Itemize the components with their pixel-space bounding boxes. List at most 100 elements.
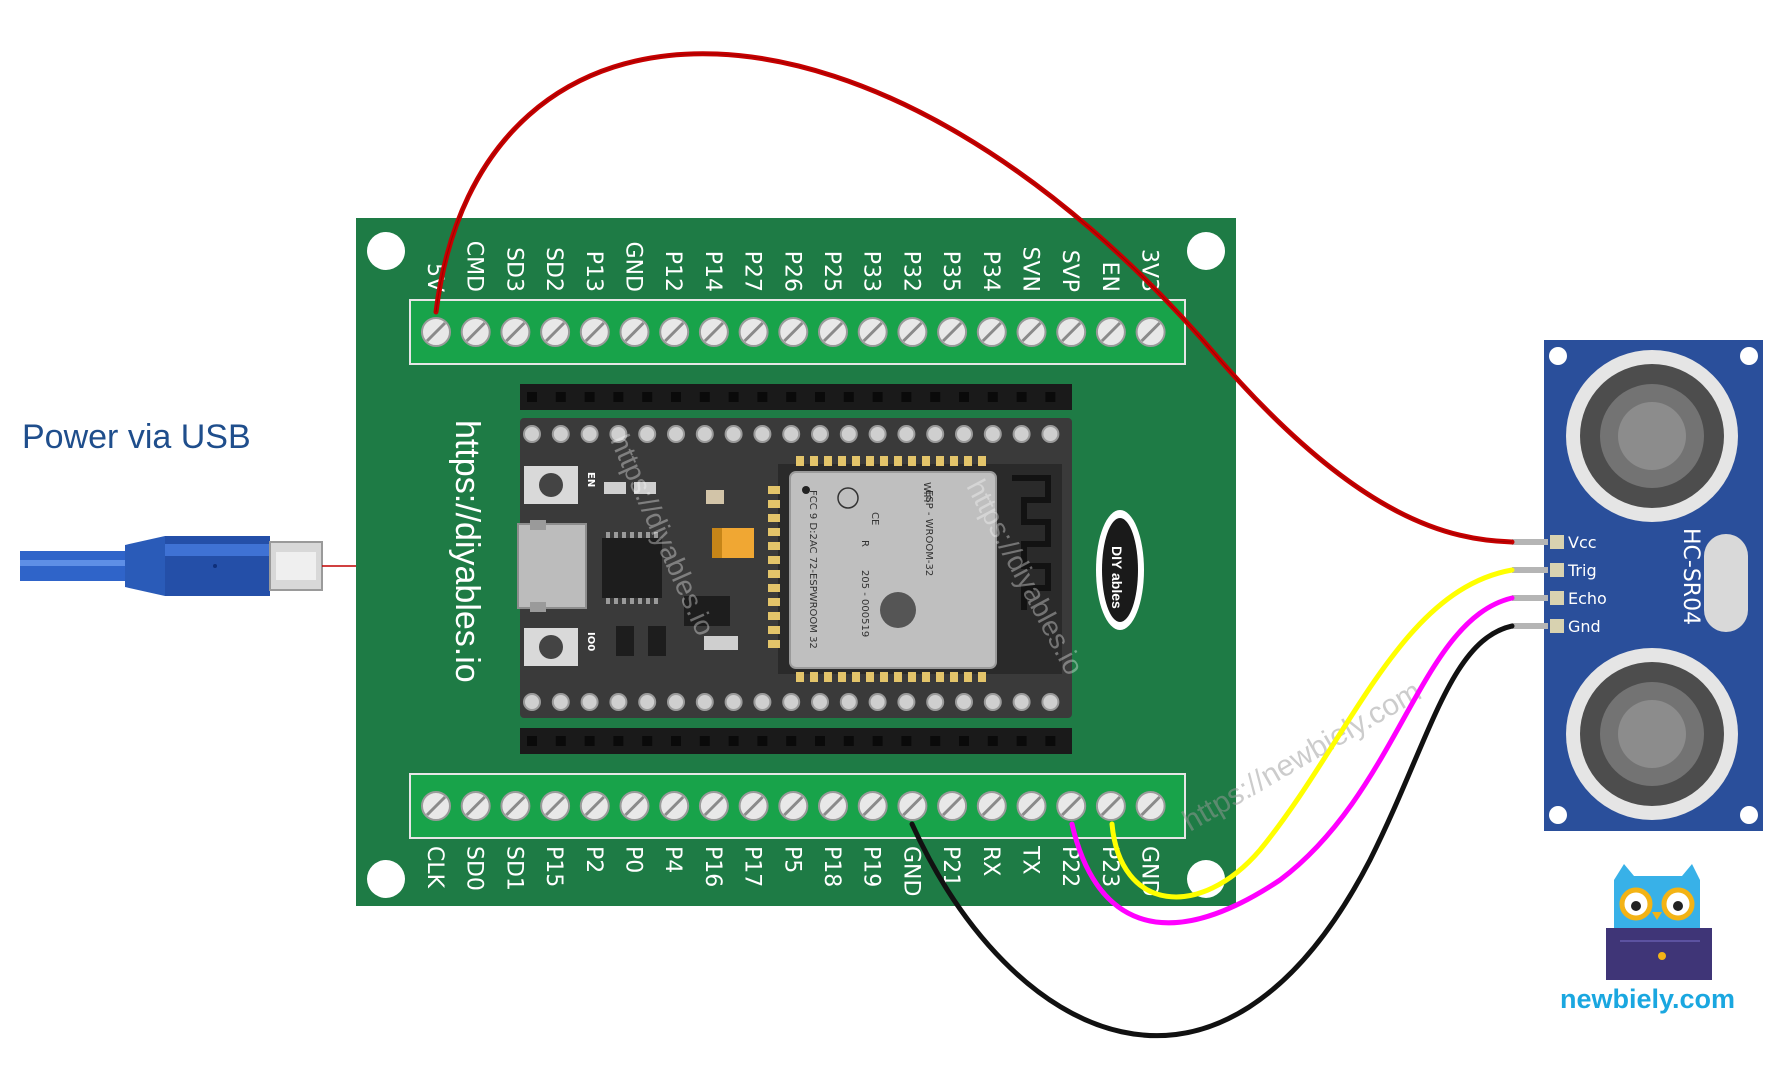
en-button-label: EN [585, 472, 596, 487]
module-ce-mark: CE [869, 512, 880, 525]
header-hole [642, 736, 653, 746]
header-hole [872, 392, 883, 402]
devkit-pin [1012, 693, 1031, 711]
module-wifi-mark: WiFi [921, 482, 932, 502]
header-hole [901, 736, 912, 746]
bottom-screw-terminal [1056, 791, 1087, 821]
bottom-pin-label: P4 [660, 846, 685, 873]
top-pin-label: P12 [660, 251, 685, 292]
top-screw-terminal [1016, 317, 1047, 347]
top-screw-terminal [619, 317, 650, 347]
devkit-pin [580, 425, 599, 443]
devkit-pin [724, 693, 743, 711]
sensor-pin-trig: Trig [1512, 561, 1597, 580]
module-shield [789, 471, 997, 669]
devkit-pin [811, 425, 829, 443]
svg-text:DIY ables: DIY ables [1109, 546, 1125, 609]
top-screw-terminal [1135, 317, 1166, 347]
header-hole [757, 392, 768, 402]
header-hole [1016, 736, 1027, 746]
top-screw-terminal [976, 317, 1007, 347]
devkit-pin [782, 425, 801, 443]
devkit-pin [926, 425, 945, 443]
top-screw-terminal [460, 317, 491, 347]
header-hole [613, 736, 624, 746]
bottom-screw-terminal [1095, 791, 1126, 821]
ultrasonic-transducer [1566, 350, 1738, 522]
top-screw-terminal [659, 317, 690, 347]
wire-echo [1069, 595, 1515, 926]
sensor-name: HC-SR04 [1678, 528, 1703, 625]
top-pin-label: P33 [859, 251, 884, 292]
header-hole [527, 392, 537, 402]
bottom-pin-label: GND [898, 846, 923, 896]
top-screw-terminal [857, 317, 888, 347]
devkit-pin [753, 425, 772, 443]
header-hole [527, 736, 537, 746]
header-hole [584, 392, 595, 402]
top-screw-terminal [500, 317, 531, 347]
header-hole [613, 392, 624, 402]
bottom-screw-terminal [937, 791, 968, 821]
header-hole [987, 736, 998, 746]
mount-hole [367, 232, 405, 270]
header-hole [987, 392, 998, 402]
top-pin-label: SD2 [541, 247, 566, 292]
header-hole [815, 392, 825, 402]
top-pin-label: P34 [978, 251, 1003, 292]
bottom-pin-label: P16 [700, 846, 725, 887]
power-label: Power via USB [22, 418, 251, 456]
header-hole [699, 736, 710, 746]
bottom-screw-terminal [1135, 791, 1166, 821]
header-hole [843, 736, 854, 746]
header-hole [786, 736, 797, 746]
bottom-screw-terminal [659, 791, 690, 821]
micro-usb-port [517, 523, 587, 609]
top-pin-label: P32 [898, 251, 923, 292]
wire-trig [1109, 567, 1515, 900]
top-pin-label: P14 [700, 251, 725, 292]
top-pin-label: P26 [779, 251, 804, 292]
devkit-pin [868, 693, 887, 711]
header-hole [671, 392, 681, 402]
module-fcc: FCC 9 D:2AC 72-ESPWROOM 32 [807, 490, 818, 649]
devkit-pin [638, 425, 657, 443]
devkit-pin [983, 693, 1002, 711]
devkit-pin [609, 425, 628, 443]
top-screw-terminal [1095, 317, 1126, 347]
bottom-pin-label: TX [1018, 845, 1043, 875]
crystal [1704, 534, 1748, 632]
board-url: https://diyables.io [448, 420, 486, 683]
bottom-screw-terminal [421, 791, 451, 821]
wire-gnd [909, 623, 1515, 1038]
bottom-screw-terminal [897, 791, 928, 821]
bottom-pin-label: P15 [541, 846, 566, 887]
top-screw-terminal [698, 317, 729, 347]
devkit-pin [724, 425, 743, 443]
bottom-pin-label: P2 [581, 846, 606, 873]
header-hole [728, 392, 739, 402]
header-hole [757, 736, 768, 746]
mount-hole [367, 860, 405, 898]
header-hole [555, 392, 566, 402]
devkit-pin [523, 425, 541, 443]
header-hole [930, 736, 941, 746]
devkit-pin [667, 425, 685, 443]
top-screw-terminal [897, 317, 928, 347]
devkit-pin [926, 693, 945, 711]
devkit-pin [523, 693, 541, 711]
newbiely-logo [1606, 864, 1712, 980]
bottom-screw-terminal [976, 791, 1007, 821]
header-hole [872, 736, 883, 746]
module-r-mark: R [859, 540, 870, 547]
devkit-pin [551, 425, 570, 443]
top-pin-label: GND [621, 242, 646, 292]
bottom-pin-label: RX [978, 846, 1003, 876]
top-screw-terminal [937, 317, 968, 347]
devkit-pin [695, 425, 714, 443]
bottom-pin-label: P17 [740, 846, 765, 887]
devkit-pin [638, 693, 657, 711]
top-pin-label: P27 [740, 251, 765, 292]
